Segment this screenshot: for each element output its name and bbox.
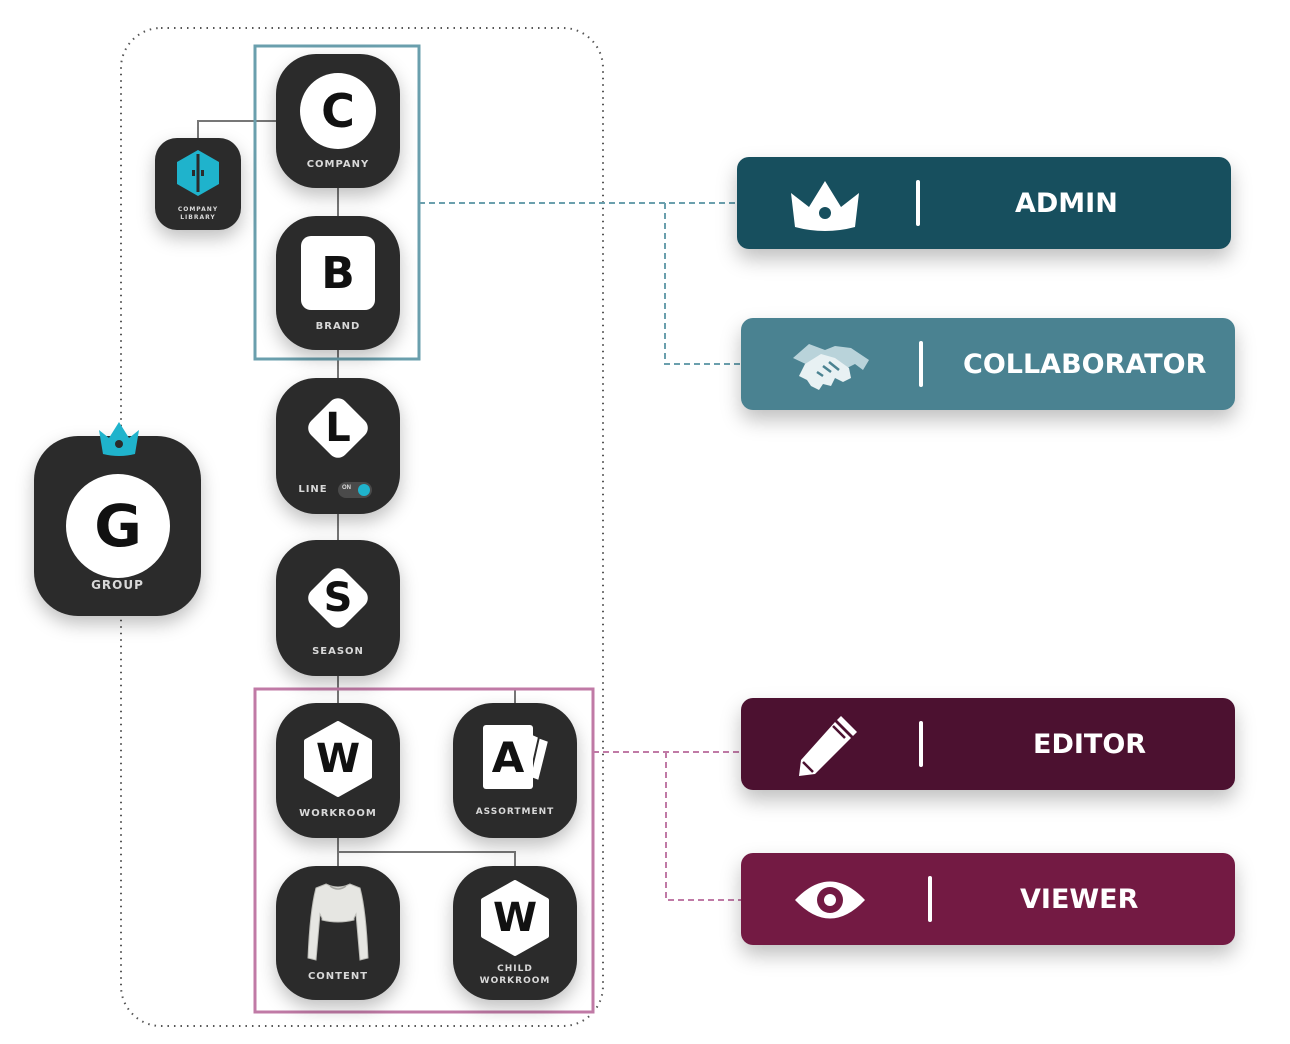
line-label: LINE	[298, 484, 328, 495]
company-node[interactable]: C COMPANY	[276, 54, 400, 188]
workroom-node[interactable]: W WORKROOM	[276, 703, 400, 838]
company-library-label-1: COMPANY	[177, 206, 219, 213]
role-editor-label: EDITOR	[1033, 728, 1147, 760]
season-label: SEASON	[312, 646, 364, 657]
line-node[interactable]: L LINE ON	[276, 378, 400, 514]
cards-shape	[483, 725, 551, 789]
company-letter: C	[300, 73, 376, 149]
season-node[interactable]: S SEASON	[276, 540, 400, 676]
pencil-icon	[799, 716, 857, 776]
role-viewer[interactable]: VIEWER	[741, 853, 1235, 945]
content-node[interactable]: CONTENT	[276, 866, 400, 1000]
handshake-icon	[793, 344, 869, 390]
diamond-shape	[308, 568, 368, 628]
eye-icon	[795, 881, 865, 919]
child-workroom-label-2: WORKROOM	[479, 976, 551, 986]
group-node[interactable]: G GROUP	[34, 436, 201, 616]
role-admin-label: ADMIN	[1015, 187, 1118, 219]
assortment-letter: A	[491, 732, 525, 782]
workroom-letter: W	[315, 736, 361, 782]
child-workroom-letter: W	[492, 895, 538, 941]
brand-node[interactable]: B BRAND	[276, 216, 400, 350]
line-toggle[interactable]: ON	[338, 482, 372, 498]
company-library-label-2: LIBRARY	[180, 214, 216, 221]
line-letter: L	[325, 405, 351, 451]
content-label: CONTENT	[307, 971, 369, 982]
company-library-node[interactable]: COMPANY LIBRARY	[155, 138, 241, 230]
hexagon-shape	[304, 721, 372, 797]
company-label: COMPANY	[306, 159, 370, 170]
brand-letter: B	[301, 236, 375, 310]
role-editor[interactable]: EDITOR	[741, 698, 1235, 790]
role-viewer-label: VIEWER	[1020, 883, 1139, 915]
assortment-node[interactable]: A ASSORTMENT	[453, 703, 577, 838]
toggle-knob	[358, 484, 370, 496]
season-letter: S	[323, 575, 353, 621]
child-workroom-node[interactable]: W CHILD WORKROOM	[453, 866, 577, 1000]
diamond-shape	[308, 398, 368, 458]
crown-icon	[791, 181, 859, 231]
role-separator	[916, 180, 920, 226]
brand-label: BRAND	[315, 321, 361, 332]
garment-icon	[307, 883, 369, 961]
role-separator	[928, 876, 932, 922]
hexagon-shape	[481, 880, 549, 956]
role-separator	[919, 721, 923, 767]
child-workroom-label-1: CHILD	[497, 964, 533, 974]
crown-icon	[99, 422, 139, 456]
group-letter: G	[66, 474, 170, 578]
book-icon	[177, 150, 219, 196]
role-collaborator-label: COLLABORATOR	[963, 348, 1207, 380]
assortment-label: ASSORTMENT	[475, 807, 555, 817]
workroom-label: WORKROOM	[299, 808, 377, 819]
toggle-state-label: ON	[342, 485, 351, 491]
role-collaborator[interactable]: COLLABORATOR	[741, 318, 1235, 410]
role-admin[interactable]: ADMIN	[737, 157, 1231, 249]
group-label: GROUP	[91, 578, 144, 592]
role-separator	[919, 341, 923, 387]
